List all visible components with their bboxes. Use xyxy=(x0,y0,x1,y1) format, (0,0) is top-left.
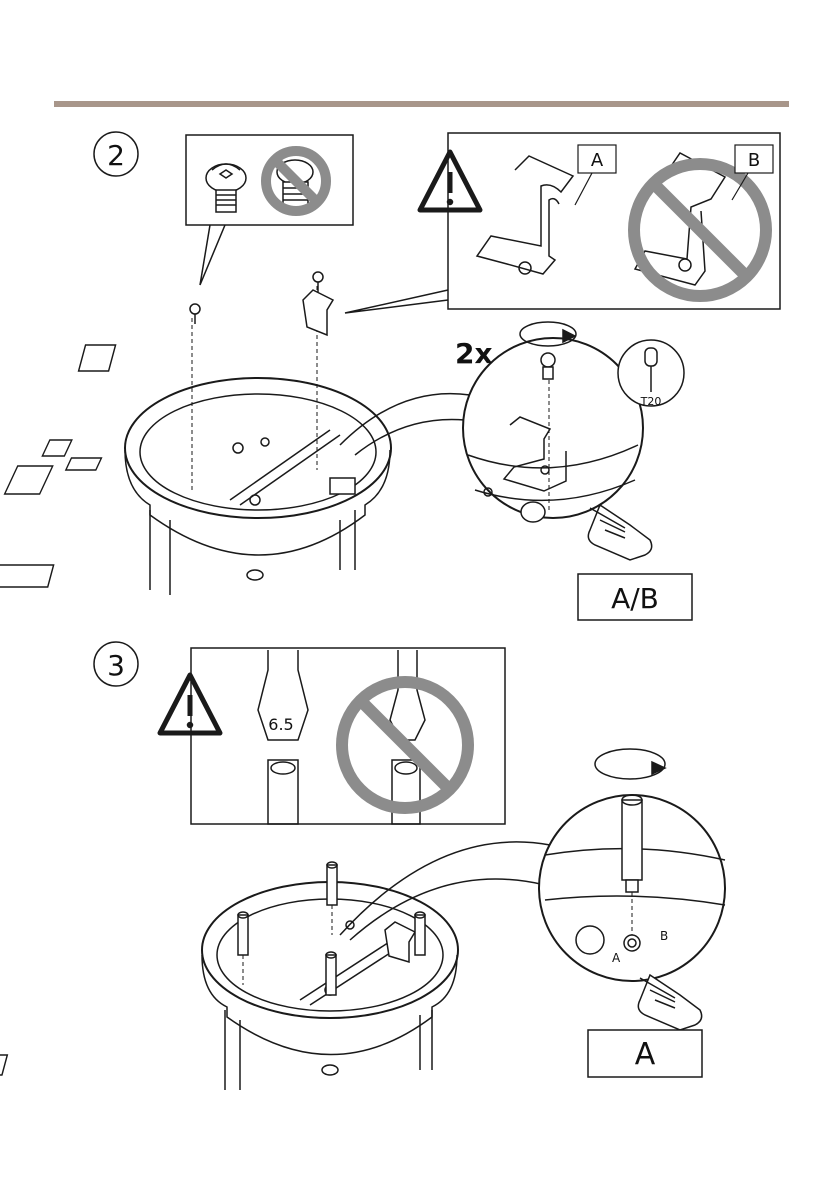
bracket-warning-box: A B xyxy=(345,133,780,313)
screw-icon xyxy=(206,164,246,212)
screw-icon xyxy=(541,353,555,367)
camera-housing-base xyxy=(0,272,391,595)
step-3-number: 3 xyxy=(107,649,125,682)
magnified-detail: 2x T20 xyxy=(340,322,684,560)
hand-pointer-icon xyxy=(638,975,701,1030)
wrong-screwdriver xyxy=(342,650,468,824)
magnified-a-label: A xyxy=(612,951,621,965)
step-2: 2 xyxy=(0,132,780,620)
switch-label: A/B xyxy=(611,582,659,615)
switch-label-step3: A xyxy=(635,1037,656,1072)
multiplier-label: 2x xyxy=(455,337,493,370)
no-screw-icon xyxy=(266,151,326,211)
step-3: 3 6.5 xyxy=(0,642,725,1090)
flat-screwdriver-icon: 6.5 xyxy=(258,650,308,824)
bit-size-label: 6.5 xyxy=(268,715,293,734)
incorrect-bracket xyxy=(634,153,766,296)
hand-pointer-icon xyxy=(588,505,651,560)
bracket-icon xyxy=(477,156,573,274)
callout-b: B xyxy=(748,150,760,171)
magnified-b-label: B xyxy=(660,929,668,943)
camera-housing-base-step3 xyxy=(0,862,458,1090)
callout-a: A xyxy=(591,150,604,171)
screw-comparison-box xyxy=(186,135,353,285)
step-2-number: 2 xyxy=(107,139,125,172)
tool-label: T20 xyxy=(640,395,662,408)
